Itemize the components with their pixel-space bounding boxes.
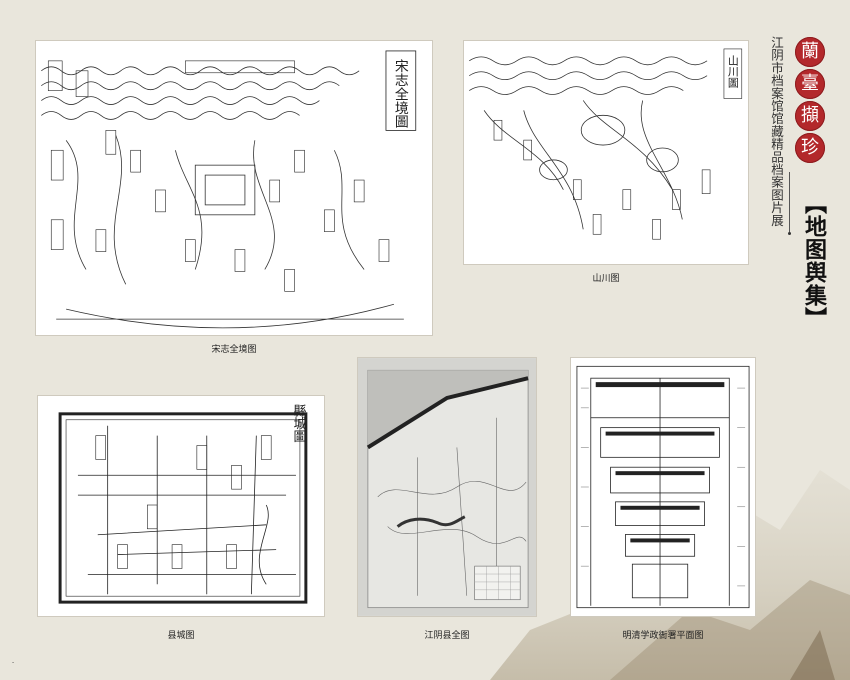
song-territory-map-drawing: 宋志全境圖 [41, 50, 417, 329]
caption-mountains-rivers: 山川图 [592, 274, 620, 284]
caption-county-town: 县城图 [167, 631, 195, 641]
seal-char-3: 擷 [795, 101, 825, 131]
county-map-title-inscription: 縣城圖 [290, 404, 305, 443]
subtitle-divider-dot [788, 232, 791, 235]
map-jiangyin-county[interactable] [357, 357, 537, 617]
county-town-map-drawing: 縣城圖 [58, 404, 308, 604]
caption-jiangyin-county: 江阴县全图 [424, 631, 470, 641]
mountains-rivers-map-drawing: 山川圖 [469, 48, 743, 240]
map-education-office-plan[interactable] [570, 357, 756, 617]
seal-char-1: 蘭 [795, 37, 825, 67]
caption-song-territory: 宋志全境图 [211, 345, 257, 355]
section-title: 【地图舆集】 [801, 192, 827, 330]
mountains-map-title-inscription: 山川圖 [726, 54, 739, 88]
exhibition-subtitle: 江阴市档案馆馆藏精品档案图片展 [769, 36, 784, 227]
seal-char-2: 臺 [795, 69, 825, 99]
seal-char-4: 珍 [795, 133, 825, 163]
caption-education-office-plan: 明清学政衙署平面图 [622, 631, 704, 641]
song-map-title-inscription: 宋志全境圖 [393, 59, 409, 129]
education-office-plan-drawing [576, 365, 750, 609]
page-mark: - [12, 659, 15, 666]
subtitle-divider-line [789, 172, 790, 232]
map-mountains-rivers[interactable]: 山川圖 [463, 40, 749, 265]
map-county-town[interactable]: 縣城圖 [37, 395, 325, 617]
map-song-territory[interactable]: 宋志全境圖 [35, 40, 433, 336]
jiangyin-county-map-drawing [358, 358, 536, 616]
